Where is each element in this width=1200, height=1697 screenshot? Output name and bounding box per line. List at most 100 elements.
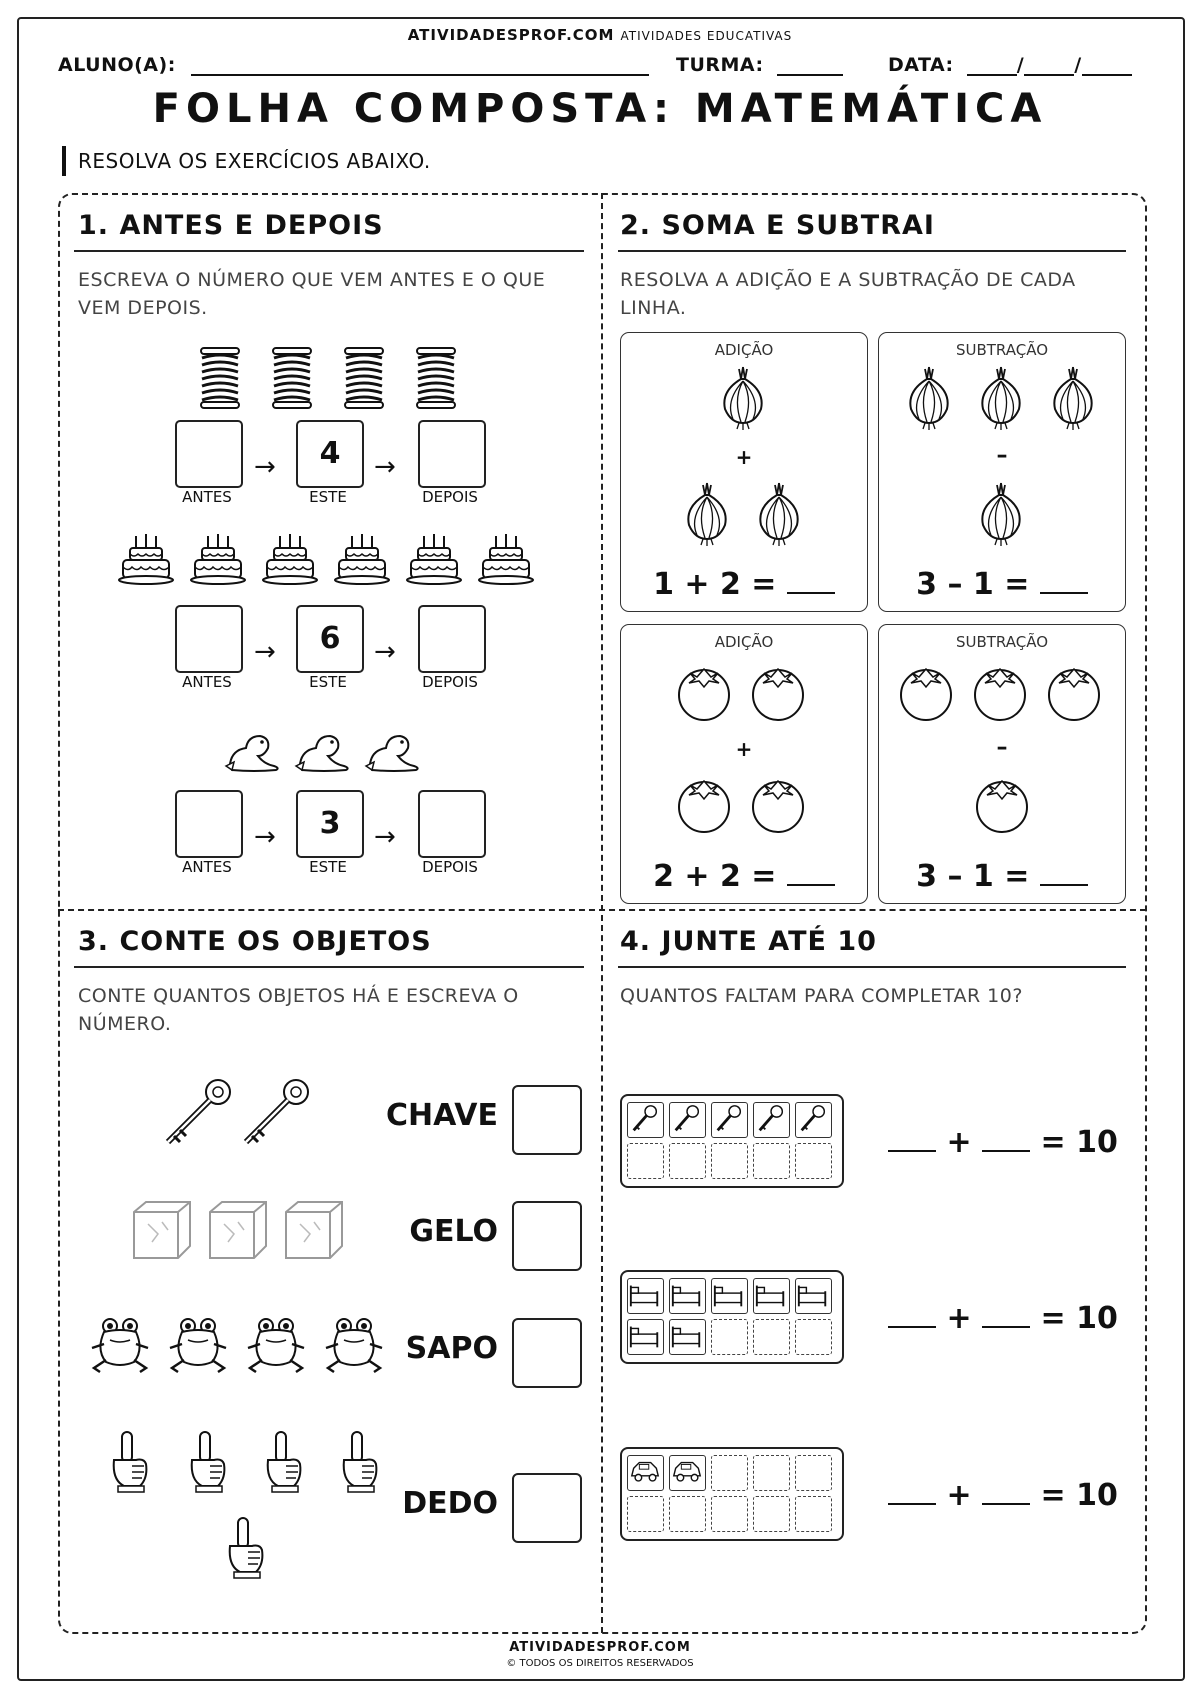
ten-frame-cell-filled (627, 1278, 664, 1314)
key-icon (716, 1104, 742, 1132)
seal-icon (225, 735, 279, 772)
tomato-icon-group (678, 780, 804, 833)
arrow-icon: → (374, 452, 396, 482)
frog-icon-group (90, 1317, 384, 1374)
ten-frame-cell-filled (711, 1102, 748, 1138)
key-icon (632, 1104, 658, 1132)
answer-blank[interactable] (888, 1300, 936, 1328)
onion-icon (981, 482, 1021, 547)
ten-frame-equation: + = 10 (888, 1124, 1118, 1160)
vertical-divider (601, 193, 603, 1633)
ten-frame-cell-empty (795, 1455, 832, 1491)
answer-blank[interactable] (786, 858, 835, 886)
answer-blank[interactable] (1039, 566, 1088, 594)
pointing-finger-icon (342, 1431, 378, 1493)
tomato-icon-group (678, 668, 804, 721)
date-day-line[interactable] (966, 56, 1017, 76)
ten-frame-cell-filled (627, 1102, 664, 1138)
frog-icon (90, 1317, 150, 1374)
panel-title: SUBTRAÇÃO (955, 633, 1049, 651)
panel-title: SUBTRAÇÃO (955, 341, 1049, 359)
seal-icon (295, 735, 349, 772)
spring-icon (343, 346, 385, 410)
tomato-icon (752, 780, 804, 833)
count-answer-box[interactable] (512, 1473, 582, 1543)
ten-frame-cell-empty (795, 1496, 832, 1532)
ten-frame-cell-empty (669, 1143, 706, 1179)
answer-blank[interactable] (1039, 858, 1088, 886)
count-word: GELO (409, 1214, 498, 1249)
onion-icon (723, 366, 763, 431)
date-year-line[interactable] (1081, 56, 1132, 76)
car-icon (631, 1461, 659, 1482)
count-answer-box[interactable] (512, 1201, 582, 1271)
student-line[interactable] (190, 56, 649, 76)
panel-title: ADIÇÃO (714, 341, 774, 359)
equation-text: 1 + 2 = (653, 567, 777, 602)
this-number-box: 4 (296, 420, 364, 488)
count-answer-box[interactable] (512, 1085, 582, 1155)
arrow-icon: → (254, 822, 276, 852)
ice-cube-icon (209, 1201, 267, 1259)
ten-frame-cell-empty (669, 1496, 706, 1532)
addition-panel: ADIÇÃO + 1 + 2 = (620, 332, 868, 612)
this-label: ESTE (309, 858, 347, 876)
horizontal-divider (58, 909, 1146, 911)
answer-blank[interactable] (982, 1477, 1031, 1505)
before-answer-box[interactable] (175, 790, 243, 858)
key-icon (674, 1104, 700, 1132)
subtraction-panel: SUBTRAÇÃO – 3 – 1 = (878, 332, 1126, 612)
section3-desc-line2: NÚMERO. (78, 1013, 172, 1035)
count-answer-box[interactable] (512, 1318, 582, 1388)
ten-frame-cell-filled (669, 1278, 706, 1314)
ten-frame-cell-empty (627, 1143, 664, 1179)
answer-blank[interactable] (982, 1300, 1031, 1328)
tomato-icon (974, 668, 1026, 721)
date-month-line[interactable] (1024, 56, 1075, 76)
equals-ten: = 10 (1040, 1125, 1118, 1160)
count-word: SAPO (405, 1331, 498, 1366)
before-label: ANTES (182, 673, 232, 691)
ice-cube-icon-group (133, 1201, 343, 1259)
panel-title: ADIÇÃO (714, 633, 774, 651)
footer-rights: © TODOS OS DIREITOS RESERVADOS (506, 1658, 694, 1669)
page-frame (17, 17, 1185, 1681)
minus-sign: – (996, 443, 1008, 468)
site-name: ATIVIDADESPROF.COM (407, 26, 615, 44)
answer-blank[interactable] (982, 1124, 1031, 1152)
arrow-icon: → (374, 822, 396, 852)
ten-frame-cell-empty (795, 1319, 832, 1355)
after-answer-box[interactable] (418, 605, 486, 673)
class-field[interactable]: TURMA: (676, 54, 843, 76)
answer-blank[interactable] (888, 1124, 936, 1152)
section2-underline (618, 250, 1126, 252)
ten-frame-cell-empty (711, 1319, 748, 1355)
key-icon (246, 1080, 308, 1142)
equation: 3 – 1 = (879, 566, 1125, 602)
answer-blank[interactable] (786, 566, 835, 594)
footer-site: ATIVIDADESPROF.COM (509, 1640, 691, 1655)
ten-frame-equation: + = 10 (888, 1477, 1118, 1513)
pointing-finger-icon (266, 1431, 302, 1493)
student-field[interactable]: ALUNO(A): (58, 54, 649, 76)
page-title: FOLHA COMPOSTA: MATEMÁTICA (152, 86, 1048, 132)
after-answer-box[interactable] (418, 790, 486, 858)
count-word: CHAVE (385, 1098, 498, 1133)
frog-icon (246, 1317, 306, 1374)
after-answer-box[interactable] (418, 420, 486, 488)
site-header: ATIVIDADESPROF.COM ATIVIDADES EDUCATIVAS (0, 26, 1200, 44)
class-line[interactable] (776, 56, 843, 76)
plus-sign: + (735, 445, 753, 469)
ten-frame-cell-filled (669, 1319, 706, 1355)
bed-icon (629, 1325, 659, 1349)
before-answer-box[interactable] (175, 605, 243, 673)
before-answer-box[interactable] (175, 420, 243, 488)
key-icon-group (158, 1078, 318, 1152)
section2-desc-line1: RESOLVA A ADIÇÃO E A SUBTRAÇÃO DE CADA (620, 269, 1076, 291)
equals-ten: = 10 (1040, 1478, 1118, 1513)
site-tagline: ATIVIDADES EDUCATIVAS (620, 29, 793, 43)
bed-icon (797, 1284, 827, 1308)
answer-blank[interactable] (888, 1477, 936, 1505)
birthday-cake-icon (334, 533, 390, 585)
date-field[interactable]: DATA: // (888, 54, 1132, 76)
